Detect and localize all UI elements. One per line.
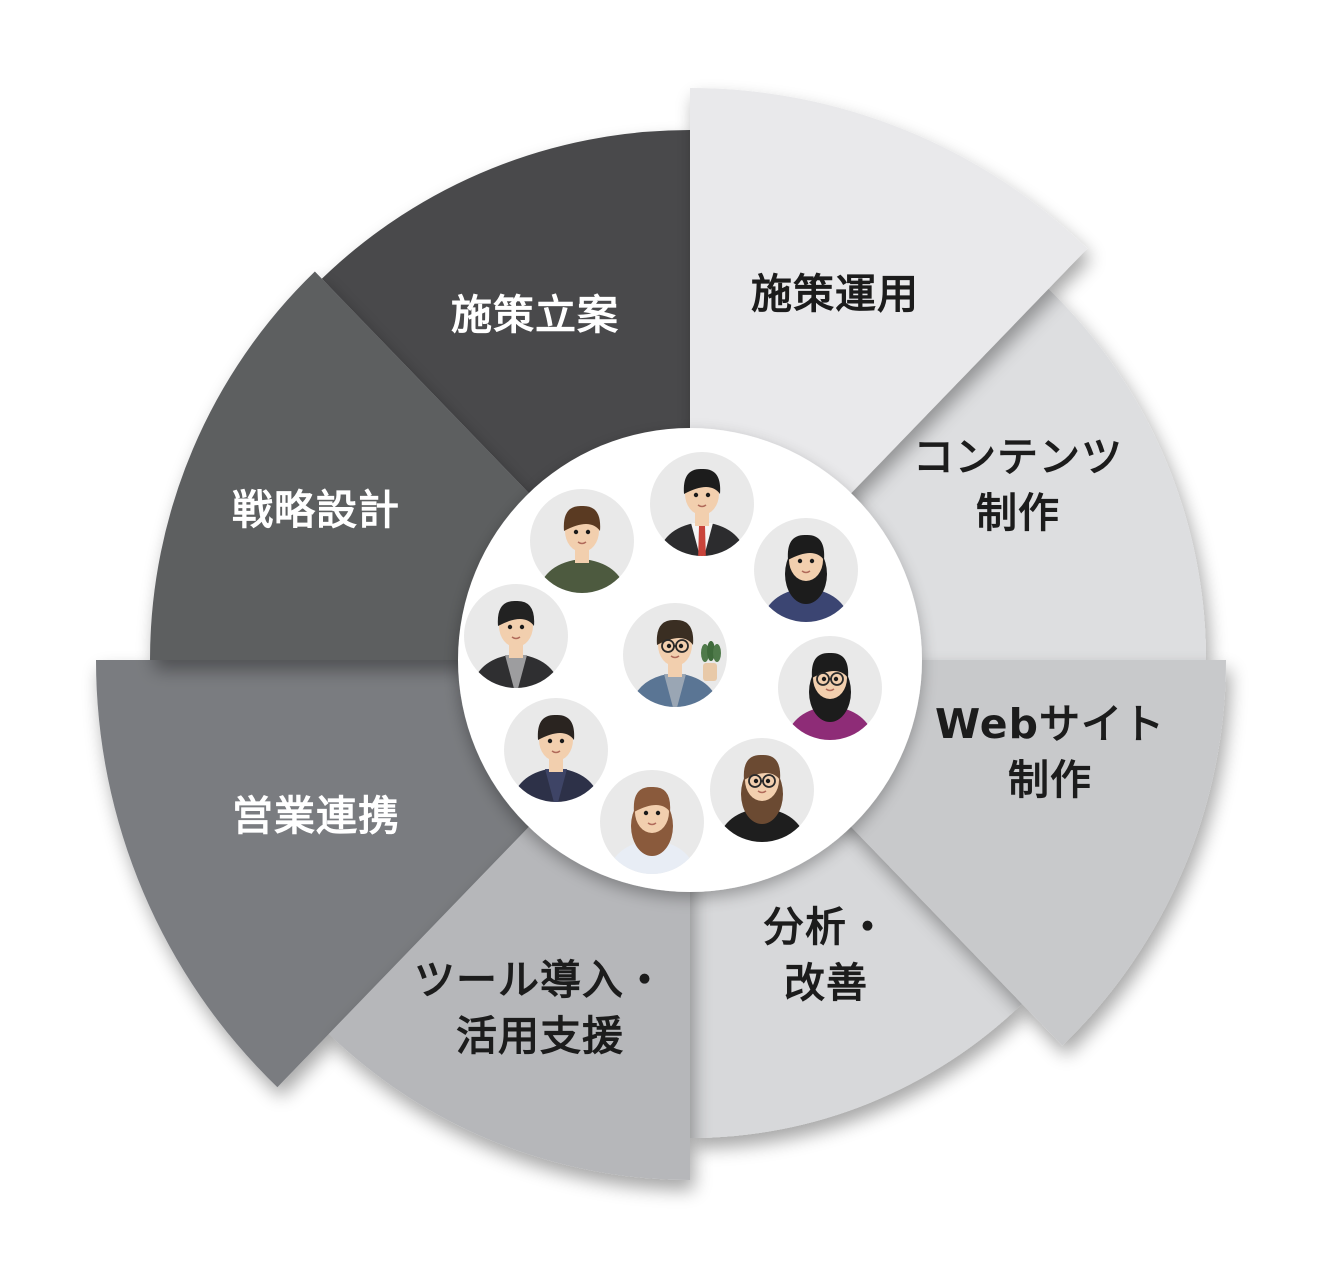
segment-label-line: 活用支援 xyxy=(456,1012,624,1060)
segment-label-line: Webサイト xyxy=(935,700,1165,748)
segment-label-sales-collaboration: 営業連携 xyxy=(232,792,400,840)
segment-label-content-production: コンテンツ制作 xyxy=(913,433,1123,537)
segment-label-analysis-improvement: 分析・改善 xyxy=(763,903,889,1007)
segment-label-line: 営業連携 xyxy=(232,792,400,840)
labels-layer: 施策運用コンテンツ制作Webサイト制作分析・改善ツール導入・活用支援営業連携戦略… xyxy=(232,270,1165,1060)
segment-content-production xyxy=(828,288,1206,660)
segment-label-line: 制作 xyxy=(1008,756,1092,804)
segment-analysis-improvement xyxy=(690,803,1023,1138)
segment-label-tool-introduction: ツール導入・活用支援 xyxy=(414,956,666,1060)
team-hub xyxy=(458,428,922,892)
segment-policy-planning xyxy=(321,130,690,517)
segment-label-strategy-design: 戦略設計 xyxy=(232,486,400,534)
segment-label-line: 分析・ xyxy=(763,903,889,951)
segment-label-policy-operation: 施策運用 xyxy=(751,270,919,318)
segment-label-policy-planning: 施策立案 xyxy=(451,291,619,339)
segment-label-line: コンテンツ xyxy=(913,433,1123,481)
segment-label-line: 改善 xyxy=(784,959,868,1007)
segment-sales-collaboration xyxy=(95,660,552,1088)
segment-policy-operation xyxy=(690,88,1088,517)
segment-label-line: ツール導入・ xyxy=(414,956,666,1004)
segment-strategy-design xyxy=(150,271,552,660)
segment-label-line: 施策立案 xyxy=(451,291,619,339)
avatar-woman-white-blouse xyxy=(600,770,704,874)
segment-label-website-production: Webサイト制作 xyxy=(935,700,1165,804)
segment-label-line: 施策運用 xyxy=(751,270,919,318)
segment-tool-introduction xyxy=(328,803,690,1180)
segment-label-line: 戦略設計 xyxy=(232,486,400,534)
segment-website-production xyxy=(828,660,1226,1046)
segment-label-line: 制作 xyxy=(976,489,1060,537)
segments-layer xyxy=(95,88,1226,1180)
